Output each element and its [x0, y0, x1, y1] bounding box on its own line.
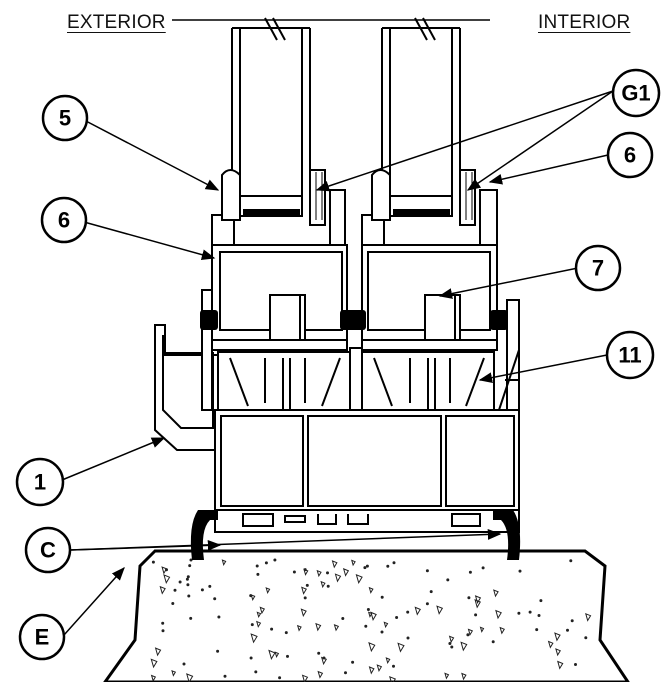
callout-c-circle [24, 526, 72, 574]
gaskets [190, 310, 521, 560]
callout-labels: G1 5 6 6 7 11 1 C E [34, 81, 651, 650]
callout-1-circle [15, 457, 65, 507]
callout-g1-label: G1 [621, 81, 650, 106]
callout-7-label: 7 [592, 256, 604, 281]
glazing-right [371, 17, 476, 226]
interior-label: INTERIOR [538, 12, 631, 33]
callout-c-label: C [40, 538, 56, 563]
callout-6-left-circle [40, 196, 88, 244]
sill-frame-profile [154, 289, 520, 533]
concrete-substrate [103, 549, 630, 682]
callout-e-circle [18, 613, 66, 661]
glazing-left [221, 17, 326, 226]
callout-6-left-label: 6 [58, 208, 70, 233]
callout-leaders [61, 90, 614, 636]
callout-1-label: 1 [34, 470, 46, 495]
callout-11-label: 11 [618, 343, 641, 368]
exterior-label: EXTERIOR [67, 12, 166, 33]
callout-6-right-label: 6 [624, 143, 636, 168]
callout-6-right-circle [606, 131, 654, 179]
callout-e-label: E [35, 625, 50, 650]
callout-11-circle [605, 330, 655, 380]
callout-5-label: 5 [59, 106, 71, 131]
callout-bubbles [15, 68, 661, 661]
callout-5-circle [41, 94, 89, 142]
left-sash-profile [211, 189, 348, 351]
sash-track-chambers [217, 347, 495, 411]
callout-7-circle [574, 244, 622, 292]
callout-g1-circle [611, 68, 661, 118]
right-sash-profile [361, 189, 498, 351]
